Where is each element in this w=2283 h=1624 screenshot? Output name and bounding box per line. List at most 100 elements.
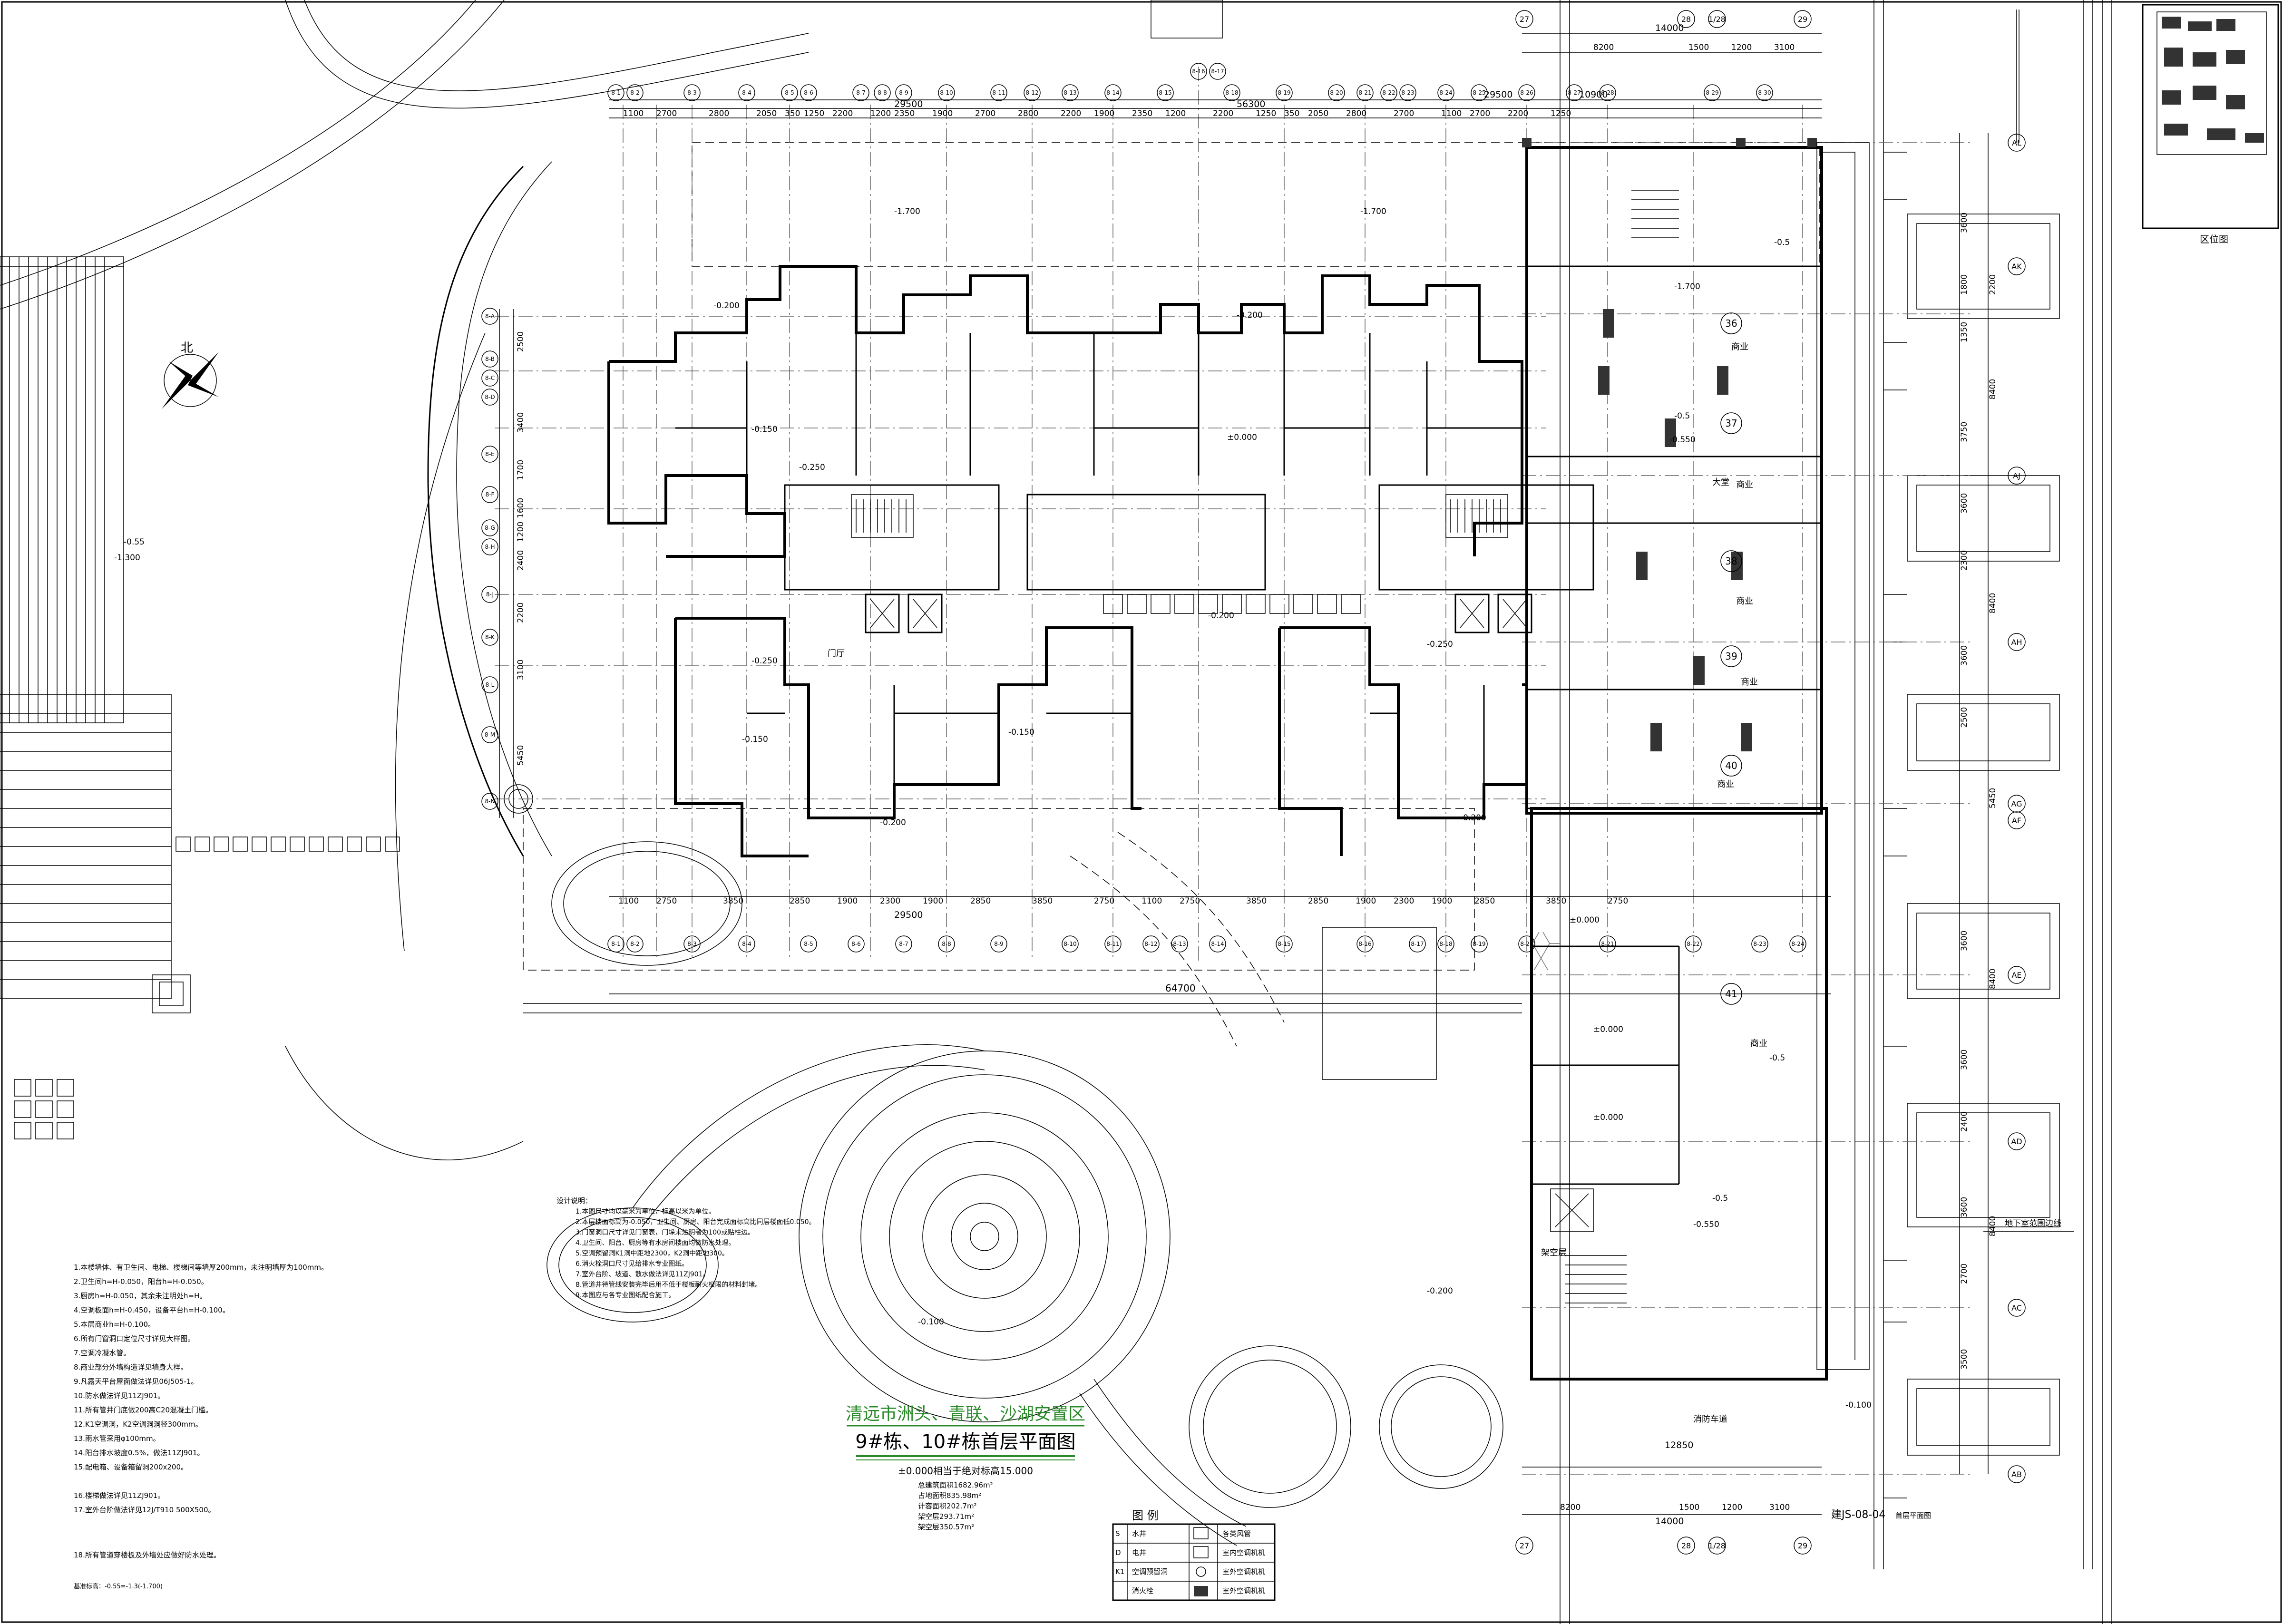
svg-text:8-K: 8-K	[485, 634, 495, 641]
elevation-mark: ±0.000	[1227, 433, 1257, 442]
svg-text:8-2: 8-2	[630, 941, 640, 947]
svg-text:8-2: 8-2	[630, 89, 640, 96]
dim-text: 2200	[1508, 109, 1528, 118]
commercial-wing	[1522, 138, 1870, 1381]
svg-text:1100: 1100	[618, 896, 639, 906]
legend-name: 室内空调机机	[1222, 1548, 1265, 1557]
elevation-mark: -0.5	[1712, 1194, 1728, 1203]
svg-text:3600: 3600	[1960, 1197, 1969, 1217]
axis-bubble: 8-16	[1356, 935, 1374, 953]
elevation-mark: -0.5	[1769, 1053, 1785, 1063]
svg-text:AD: AD	[2011, 1137, 2022, 1146]
svg-text:2300: 2300	[1960, 550, 1969, 571]
svg-text:8-D: 8-D	[485, 394, 495, 400]
room-number: 40	[1720, 755, 1742, 777]
legend-title: 图 例	[1132, 1509, 1159, 1522]
axis-bubble: 8-9	[990, 935, 1007, 953]
svg-text:27: 27	[1520, 15, 1529, 24]
svg-text:37: 37	[1725, 418, 1737, 429]
dim-text: 2200	[832, 109, 853, 118]
svg-text:8-H: 8-H	[485, 544, 495, 550]
axis-bubble: 8-23	[1399, 84, 1416, 101]
dim-text: 350	[1284, 109, 1299, 118]
svg-text:8-19: 8-19	[1278, 89, 1290, 96]
svg-text:8400: 8400	[1988, 593, 1998, 613]
elevation-mark: -0.200	[713, 301, 740, 311]
dim-text: 1250	[1551, 109, 1571, 118]
svg-text:1600: 1600	[516, 498, 526, 518]
axis-bubble: 8-4	[738, 935, 755, 953]
svg-text:28: 28	[1681, 1541, 1691, 1550]
dim-text: 1200	[870, 109, 891, 118]
dim-text: 2200	[1213, 109, 1233, 118]
axis-bubble: 8-20	[1328, 84, 1345, 101]
dim-total: 14000	[1655, 23, 1684, 33]
axis-bubble: AE	[2008, 966, 2026, 984]
svg-text:8-L: 8-L	[486, 681, 495, 688]
axis-bubble: 8-25	[1471, 84, 1488, 101]
svg-text:8-22: 8-22	[1687, 941, 1699, 947]
axis-bubble: 8-17	[1409, 935, 1426, 953]
svg-text:8-14: 8-14	[1211, 941, 1224, 947]
elevation-mark: -1.700	[894, 207, 920, 216]
svg-text:29: 29	[1798, 1541, 1807, 1550]
elevation-mark: ±0.000	[1593, 1113, 1623, 1122]
elevation-mark: -0.5	[1674, 411, 1690, 421]
note-line: 11.所有管井门底做200高C20混凝土门槛。	[74, 1406, 213, 1414]
note-line: 13.雨水管采用φ100mm。	[74, 1434, 160, 1443]
axis-bubble: 8-22	[1685, 935, 1702, 953]
note-line: 12.K1空调洞，K2空调洞洞径300mm。	[74, 1420, 202, 1429]
elevation-mark: ±0.000	[1593, 1025, 1623, 1034]
svg-text:2750: 2750	[1180, 896, 1200, 906]
key-plan: 区位图	[2142, 4, 2279, 245]
room-label: 大堂	[1712, 477, 1729, 487]
dim-text: 1900	[1094, 109, 1114, 118]
axis-bubble: 8-14	[1104, 84, 1122, 101]
svg-text:8-J: 8-J	[486, 591, 494, 598]
svg-text:8-E: 8-E	[485, 451, 495, 457]
svg-text:8-19: 8-19	[1473, 941, 1485, 947]
axis-bubble: 8-3	[683, 935, 701, 953]
svg-text:2300: 2300	[880, 896, 900, 906]
elevation-mark: -1.700	[1674, 282, 1700, 292]
svg-text:2850: 2850	[1474, 896, 1495, 906]
elevation-mark: -0.200	[1237, 311, 1263, 320]
svg-text:14000: 14000	[1655, 1516, 1684, 1527]
axis-bubble: 8-5	[800, 935, 817, 953]
svg-text:3100: 3100	[516, 660, 526, 680]
room-labels: 商业 商业 商业 商业 商业 商业 大堂 门厅 消防车道 架空层	[828, 342, 1767, 1424]
elevation-mark: -0.100	[918, 1317, 944, 1327]
room-number: 39	[1720, 645, 1742, 667]
dim-total: 29500	[1484, 89, 1512, 100]
note-line: 9.本图应与各专业图纸配合施工。	[576, 1291, 675, 1299]
drawing-number-suffix: 首层平面图	[1895, 1511, 1931, 1520]
axis-bubble: 28	[1677, 1536, 1695, 1555]
svg-text:8-24: 8-24	[1439, 89, 1452, 96]
note-line: 7.空调冷凝水管。	[74, 1349, 130, 1357]
dim-text: 2050	[1308, 109, 1328, 118]
axis-bubble: 1/28	[1708, 1536, 1726, 1555]
axis-bubble: AB	[2008, 1465, 2026, 1483]
note-line: 1.本图尺寸均以毫米为单位，标高以米为单位。	[576, 1207, 715, 1216]
dimension-lines	[499, 33, 1989, 1515]
key-plan-label: 区位图	[2200, 233, 2228, 245]
note-line: 2.本层楼面标高为-0.050，卫生间、厨房、阳台完成面标高比同层楼面低0.05…	[576, 1218, 816, 1226]
axis-bubble: 8-6	[800, 84, 817, 101]
svg-text:3500: 3500	[1960, 1349, 1969, 1370]
axis-bubble: 8-K	[481, 629, 498, 646]
svg-text:8-28: 8-28	[1601, 89, 1614, 96]
note-line: 4.卫生间、阳台、厨房等有水房间楼面均做防水处理。	[576, 1239, 735, 1247]
svg-text:8-25: 8-25	[1473, 89, 1485, 96]
sheet-title: 9#栋、10#栋首层平面图	[855, 1431, 1075, 1453]
dim-text: 2800	[1018, 109, 1038, 118]
axis-bubble: 8-28	[1599, 84, 1616, 101]
svg-text:8-11: 8-11	[992, 89, 1005, 96]
svg-text:8400: 8400	[1988, 1216, 1998, 1236]
design-notes: 设计说明： 1.本图尺寸均以毫米为单位，标高以米为单位。 2.本层楼面标高为-0…	[556, 1196, 816, 1299]
axis-bubble: 8-21	[1599, 935, 1616, 953]
parking-strip	[1873, 0, 2093, 1569]
axis-bubble: AJ	[2008, 467, 2026, 485]
dim-text: 1100	[623, 109, 644, 118]
svg-text:1200: 1200	[1722, 1503, 1742, 1512]
